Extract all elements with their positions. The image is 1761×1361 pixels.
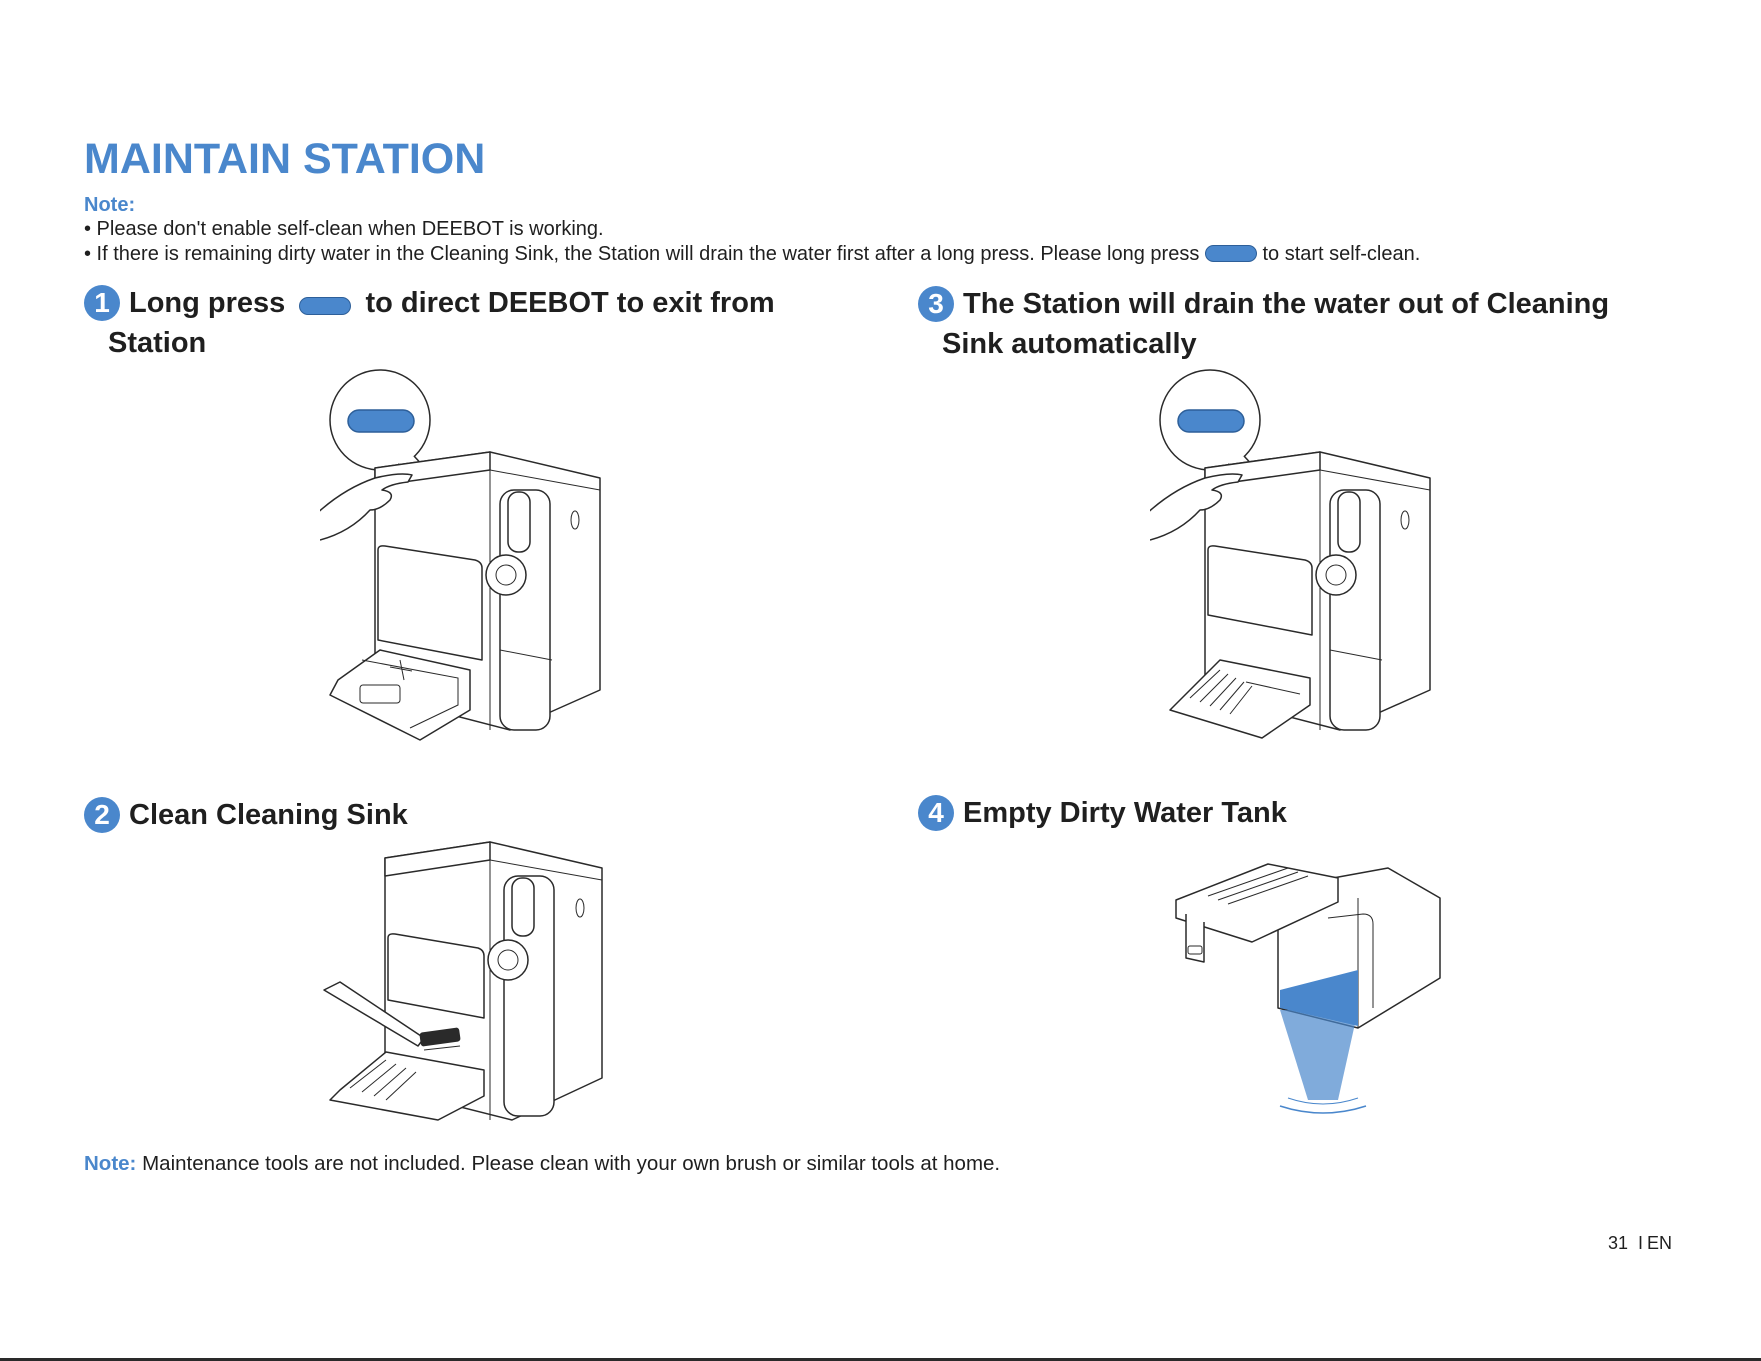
step-2-text: Clean Cleaning Sink xyxy=(129,799,408,831)
step-4-number: 4 xyxy=(918,795,954,831)
note-line-2: • If there is remaining dirty water in t… xyxy=(84,243,1420,266)
note-line-1: • Please don't enable self-clean when DE… xyxy=(84,218,604,240)
step-2-heading: 2 Clean Cleaning Sink xyxy=(84,795,408,835)
step-1-text-before: Long press xyxy=(129,287,286,319)
bottom-note-label: Note: xyxy=(84,1152,137,1175)
step-3-heading-line2: Sink automatically xyxy=(942,328,1197,360)
note-line-2-end: to start self-clean. xyxy=(1262,243,1421,265)
note-label: Note: xyxy=(84,194,136,216)
note-line-2-text: • If there is remaining dirty water in t… xyxy=(84,243,1200,265)
page-number: 31 xyxy=(1608,1233,1629,1253)
step-1-heading: 1 Long press to direct DEEBOT to exit fro… xyxy=(84,283,775,323)
page-title: MAINTAIN STATION xyxy=(84,135,486,183)
language-label: EN xyxy=(1647,1233,1673,1253)
step-4-heading: 4 Empty Dirty Water Tank xyxy=(918,793,1287,833)
button-pill-icon xyxy=(1204,245,1257,263)
button-pill-icon xyxy=(347,409,415,433)
water-tank-illustration xyxy=(1175,863,1441,1114)
step-1-number: 1 xyxy=(84,285,120,321)
button-pill-icon xyxy=(1177,409,1245,433)
bottom-note: Note: Maintenance tools are not included… xyxy=(84,1152,1000,1176)
button-pill-icon xyxy=(299,297,352,316)
footer-separator: I xyxy=(1638,1233,1644,1253)
station-illustration-step-1 xyxy=(320,369,601,741)
station-illustration-step-3 xyxy=(1150,369,1431,739)
bottom-rule xyxy=(0,1358,1761,1361)
step-1-text-after: to direct DEEBOT to exit from xyxy=(365,287,775,319)
step-3-text-line1: The Station will drain the water out of … xyxy=(963,288,1610,320)
bottom-note-text: Maintenance tools are not included. Plea… xyxy=(142,1152,1001,1175)
step-2-number: 2 xyxy=(84,797,120,833)
step-4-text: Empty Dirty Water Tank xyxy=(963,797,1287,829)
station-illustration-step-2 xyxy=(323,841,603,1121)
step-1-heading-line2: Station xyxy=(108,327,207,359)
step-3-heading: 3 The Station will drain the water out of… xyxy=(918,284,1609,324)
step-3-number: 3 xyxy=(918,286,954,322)
